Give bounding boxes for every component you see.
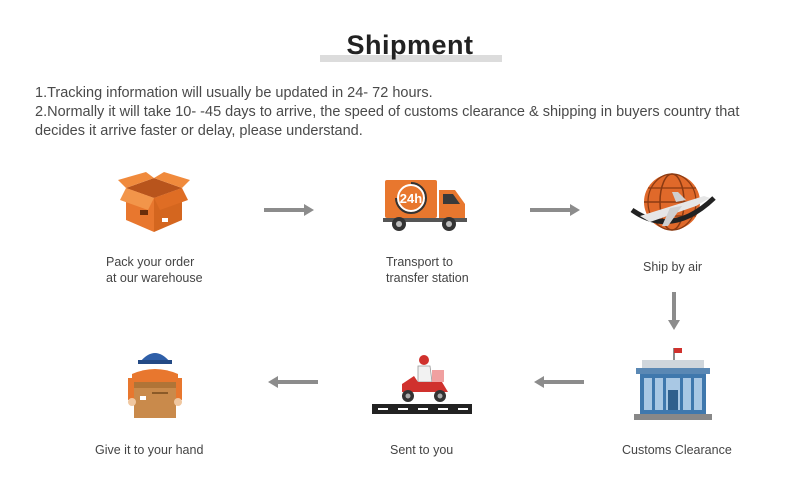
note-line-1: 1.Tracking information will usually be u… (35, 85, 433, 101)
step-transport-label: Transport to transfer station (386, 255, 469, 285)
step-customs-label: Customs Clearance (622, 443, 732, 457)
delivery-scooter-icon (372, 355, 472, 414)
step-pack-label: Pack your order at our warehouse (106, 255, 203, 285)
shipping-notes: 1.Tracking information will usually be u… (35, 84, 795, 141)
note-line-2: 2.Normally it will take 10- -45 days to … (35, 104, 740, 120)
title-underline (320, 55, 502, 62)
step-give-label: Give it to your hand (95, 443, 204, 457)
customs-building-icon (634, 348, 712, 420)
note-line-3: decides it arrive faster or delay, pleas… (35, 123, 363, 139)
globe-plane-icon (630, 173, 716, 231)
arrow-left-icon (534, 376, 584, 388)
truck-24h-badge: 24h (400, 191, 422, 206)
arrow-right-icon (530, 204, 580, 216)
arrow-right-icon (264, 204, 314, 216)
courier-icon (128, 353, 182, 418)
step-sent-label: Sent to you (390, 443, 454, 457)
title-block: Shipment (0, 26, 800, 70)
page-title: Shipment (346, 30, 474, 60)
truck-icon: 24h (383, 180, 467, 231)
box-icon (118, 172, 190, 232)
arrow-down-icon (668, 292, 680, 330)
arrow-left-icon (268, 376, 318, 388)
step-ship-air-label: Ship by air (643, 260, 703, 274)
